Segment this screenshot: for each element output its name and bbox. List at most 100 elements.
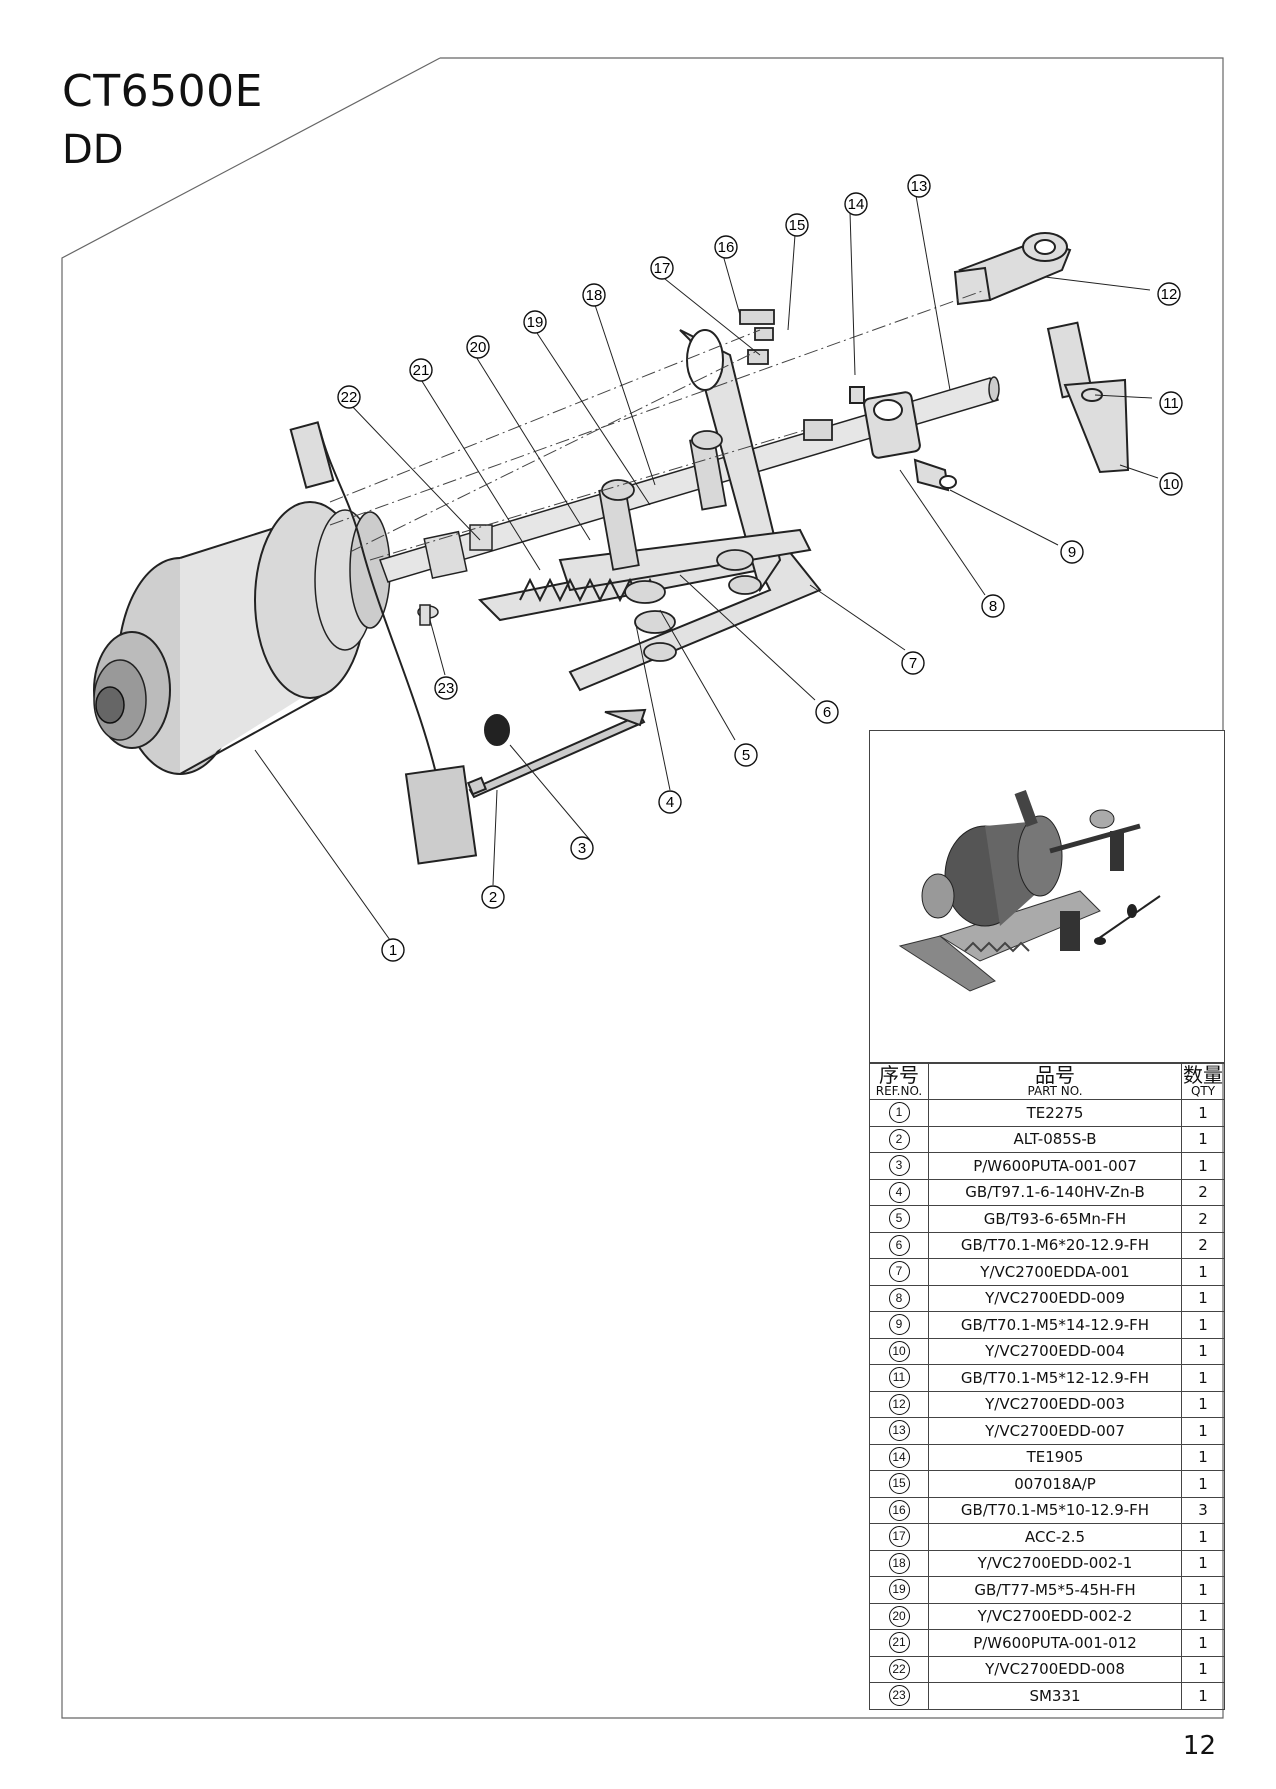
callouts — [254, 189, 1159, 941]
ref-number: 7 — [888, 1261, 910, 1283]
callout-4: 4 — [658, 790, 682, 814]
cable-tie — [466, 708, 647, 799]
row-ref: 23 — [869, 1682, 929, 1710]
row-ref: 5 — [869, 1205, 929, 1233]
assembly-render — [869, 730, 1225, 1064]
row-qty: 1 — [1181, 1682, 1225, 1710]
row-ref: 2 — [869, 1125, 929, 1153]
row-qty: 1 — [1181, 1364, 1225, 1392]
row-ref: 8 — [869, 1284, 929, 1312]
row-qty: 1 — [1181, 1284, 1225, 1312]
callout-7: 7 — [901, 651, 925, 675]
row-qty: 1 — [1181, 1470, 1225, 1498]
callout-6: 6 — [815, 700, 839, 724]
ref-number: 12 — [888, 1393, 910, 1415]
row-part-no: Y/VC2700EDD-004 — [928, 1337, 1182, 1365]
callout-21: 21 — [409, 358, 433, 382]
row-ref: 20 — [869, 1602, 929, 1630]
ref-number: 3 — [888, 1155, 910, 1177]
header-ref-en: REF.NO. — [875, 1084, 923, 1098]
row-qty: 1 — [1181, 1629, 1225, 1657]
row-part-no: GB/T93-6-65Mn-FH — [928, 1205, 1182, 1233]
row-qty: 1 — [1181, 1099, 1225, 1127]
callout-19: 19 — [523, 310, 547, 334]
shaft — [379, 376, 1000, 583]
row-qty: 2 — [1181, 1231, 1225, 1259]
row-part-no: ALT-085S-B — [928, 1125, 1182, 1153]
small-parts — [417, 524, 493, 626]
row-ref: 1 — [869, 1099, 929, 1127]
callout-13: 13 — [907, 174, 931, 198]
svg-text:1: 1 — [389, 942, 397, 959]
row-qty: 1 — [1181, 1602, 1225, 1630]
callout-17: 17 — [650, 256, 674, 280]
svg-text:8: 8 — [989, 598, 997, 615]
svg-text:18: 18 — [586, 287, 603, 304]
row-part-no: Y/VC2700EDDA-001 — [928, 1258, 1182, 1286]
ref-number: 1 — [888, 1102, 910, 1124]
ref-number: 2 — [888, 1128, 910, 1150]
row-ref: 19 — [869, 1576, 929, 1604]
page-number: 12 — [1182, 1731, 1216, 1761]
row-part-no: SM331 — [928, 1682, 1182, 1710]
callout-8: 8 — [981, 594, 1005, 618]
row-ref: 17 — [869, 1523, 929, 1551]
row-ref: 9 — [869, 1311, 929, 1339]
ref-number: 9 — [888, 1314, 910, 1336]
ref-number: 18 — [888, 1552, 910, 1574]
header-ref: 序号 REF.NO. — [869, 1062, 929, 1100]
row-qty: 1 — [1181, 1443, 1225, 1471]
row-part-no: TE2275 — [928, 1099, 1182, 1127]
svg-text:5: 5 — [742, 747, 750, 764]
callout-10: 10 — [1159, 472, 1183, 496]
ref-number: 13 — [888, 1420, 910, 1442]
svg-text:21: 21 — [413, 362, 430, 379]
ref-number: 10 — [888, 1340, 910, 1362]
row-part-no: Y/VC2700EDD-003 — [928, 1390, 1182, 1418]
ref-number: 17 — [888, 1526, 910, 1548]
callout-3: 3 — [570, 836, 594, 860]
svg-text:17: 17 — [654, 260, 671, 277]
row-part-no: P/W600PUTA-001-007 — [928, 1152, 1182, 1180]
svg-text:16: 16 — [718, 239, 735, 256]
svg-text:2: 2 — [489, 889, 497, 906]
row-part-no: Y/VC2700EDD-002-1 — [928, 1549, 1182, 1577]
svg-text:13: 13 — [911, 178, 928, 195]
row-qty: 2 — [1181, 1178, 1225, 1206]
callout-16: 16 — [714, 235, 738, 259]
parts-table-header: 序号 REF.NO. 品号 PART NO. 数量 QTY — [869, 1062, 1225, 1100]
svg-text:15: 15 — [789, 217, 806, 234]
row-part-no: 007018A/P — [928, 1470, 1182, 1498]
svg-text:22: 22 — [341, 389, 358, 406]
page-title: CT6500E — [62, 66, 263, 117]
callout-12: 12 — [1157, 282, 1181, 306]
row-part-no: TE1905 — [928, 1443, 1182, 1471]
rod-end — [953, 232, 1130, 474]
ref-number: 11 — [888, 1367, 910, 1389]
callout-2: 2 — [481, 885, 505, 909]
row-ref: 15 — [869, 1470, 929, 1498]
callout-15: 15 — [785, 213, 809, 237]
header-qty-en: QTY — [1190, 1084, 1216, 1098]
ref-number: 16 — [888, 1499, 910, 1521]
row-part-no: GB/T97.1-6-140HV-Zn-B — [928, 1178, 1182, 1206]
row-qty: 1 — [1181, 1258, 1225, 1286]
svg-text:12: 12 — [1161, 286, 1178, 303]
row-qty: 1 — [1181, 1390, 1225, 1418]
ref-number: 23 — [888, 1685, 910, 1707]
assembly-render-image — [898, 789, 1161, 992]
row-ref: 11 — [869, 1364, 929, 1392]
ref-number: 15 — [888, 1473, 910, 1495]
callout-5: 5 — [734, 743, 758, 767]
